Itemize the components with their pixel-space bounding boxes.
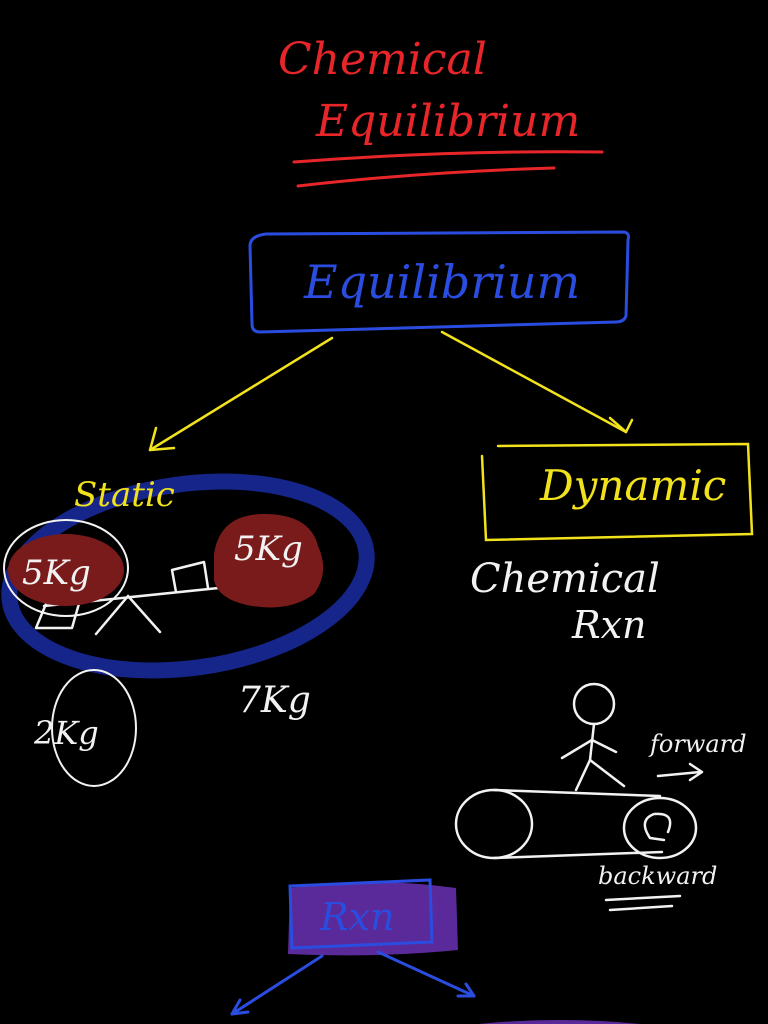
arrow-to-dynamic-head (608, 416, 634, 434)
loose-weight-b-label: 7Kg (238, 680, 311, 721)
dynamic-box (480, 442, 754, 542)
bottom-node-label: Rxn (319, 895, 395, 939)
seesaw-right-pan (170, 560, 210, 594)
right-weight-label: 5Kg (234, 529, 303, 569)
static-branch: Static 5Kg 5Kg 2Kg 7Kg (1, 473, 375, 787)
treadmill-rotation-icon (643, 812, 672, 842)
bottom-left-arrow (230, 954, 324, 1016)
static-label: Static (74, 475, 175, 515)
seesaw-fulcrum (94, 594, 162, 636)
bottom-node: Rxn (230, 878, 640, 1024)
root-node-box (248, 230, 630, 334)
title-underline-1 (292, 150, 604, 164)
left-weight-blob (8, 534, 124, 606)
treadmill-belt (492, 788, 664, 860)
treadmill-left-roller (454, 788, 534, 860)
loose-weight-circle (51, 669, 137, 787)
dynamic-branch: Dynamic Chemical Rxn forward backward (454, 442, 754, 912)
figure-head (572, 682, 616, 726)
forward-label: forward (648, 730, 747, 758)
root-node-label: Equilibrium (303, 255, 580, 309)
left-weight-outline (3, 519, 129, 617)
forward-arrow-icon (656, 762, 704, 782)
bottom-node-box (288, 878, 434, 950)
root-node: Equilibrium (248, 230, 630, 334)
title: Chemical Equilibrium (278, 34, 604, 188)
figure-body (560, 722, 626, 792)
bottom-right-highlight-edge (478, 1020, 640, 1024)
arrow-to-static (148, 336, 334, 452)
left-weight-label: 5Kg (22, 553, 91, 593)
backward-label: backward (598, 862, 717, 890)
title-line-2: Equilibrium (315, 96, 580, 147)
arrow-to-dynamic (440, 330, 628, 434)
dynamic-note-line-2: Rxn (571, 603, 647, 647)
branch-arrows (148, 330, 634, 452)
title-underline-2 (296, 166, 556, 188)
dynamic-label: Dynamic (539, 461, 726, 510)
arrow-to-static-head (148, 426, 176, 452)
loose-weight-a-label: 2Kg (33, 714, 99, 752)
treadmill (454, 788, 698, 860)
stick-figure (560, 682, 626, 792)
treadmill-right-roller (622, 796, 698, 860)
backward-underline (604, 894, 682, 912)
static-highlight-ring (1, 473, 375, 679)
title-line-1: Chemical (278, 34, 487, 85)
right-weight-blob (214, 514, 324, 608)
dynamic-note-line-1: Chemical (470, 556, 660, 602)
seesaw-left-pan (34, 598, 82, 630)
bottom-node-highlight (288, 882, 458, 956)
bottom-right-arrow (376, 950, 476, 998)
